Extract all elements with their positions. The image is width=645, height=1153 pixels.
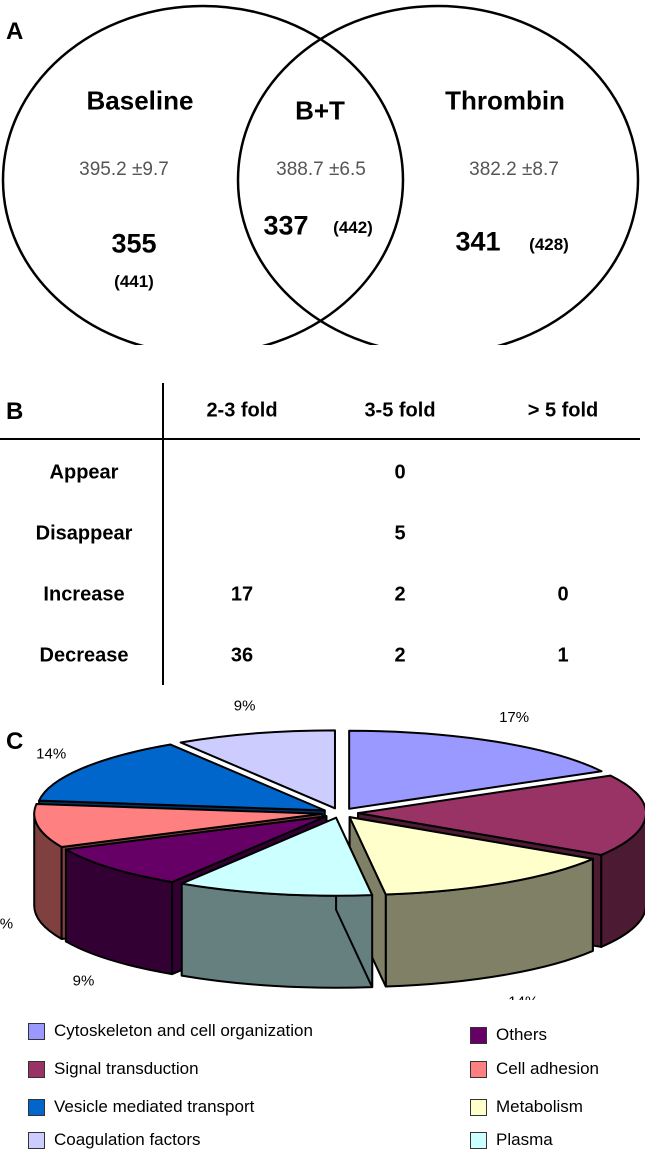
legend-swatch [28, 1022, 45, 1040]
pie-slice [356, 774, 645, 856]
venn-circle-baseline [1, 4, 405, 345]
baseline-count: 355 [111, 228, 157, 259]
legend-item: Signal transduction [28, 1059, 199, 1079]
legend-item: Coagulation factors [28, 1130, 200, 1150]
pie-percent-label: 9% [73, 973, 95, 990]
legend-label: Coagulation factors [54, 1130, 201, 1149]
thrombin-count: 341 [455, 226, 501, 257]
legend-swatch [28, 1060, 45, 1078]
legend-swatch [470, 1026, 487, 1044]
pie-slice [348, 729, 603, 810]
baseline-count-paren: (441) [114, 272, 154, 291]
overlap-mean-sd: 388.7 ±6.5 [276, 159, 366, 180]
legend-swatch [28, 1098, 45, 1116]
table-cell: 2 [394, 644, 406, 667]
thrombin-title: Thrombin [445, 85, 565, 116]
legend-label: Signal transduction [54, 1059, 199, 1078]
pie-percent-label: 9% [0, 916, 13, 933]
table-cell: 5 [394, 522, 406, 545]
row-label: Decrease [39, 644, 129, 667]
legend-item: Vesicle mediated transport [28, 1097, 254, 1117]
legend-item: Metabolism [470, 1097, 583, 1117]
venn-circle-thrombin [236, 4, 640, 345]
row-label: Increase [43, 583, 125, 606]
pie-slice [180, 816, 374, 897]
legend-label: Cell adhesion [496, 1059, 600, 1078]
panel-a-label: A [6, 18, 24, 45]
column-header: 3-5 fold [364, 399, 436, 422]
panel-c-label: C [6, 728, 24, 755]
table-cell: 0 [557, 583, 569, 606]
legend-item: Cytoskeleton and cell organization [28, 1021, 313, 1041]
legend-swatch [470, 1131, 487, 1149]
legend-swatch [470, 1060, 487, 1078]
legend-label: Vesicle mediated transport [54, 1097, 255, 1116]
baseline-mean-sd: 395.2 ±9.7 [79, 159, 169, 180]
table-grid-lines [0, 383, 640, 685]
pie-chart: 17%17%14%11%9%9%14%9% [0, 698, 645, 1000]
pie-slice [179, 729, 336, 810]
column-header: > 5 fold [527, 399, 599, 422]
pie-percent-label: 17% [499, 709, 529, 726]
overlap-title: B+T [295, 95, 345, 126]
table-cell: 17 [230, 583, 254, 606]
overlap-count: 337 [263, 210, 309, 241]
panel-b-label: B [6, 398, 24, 425]
table-cell: 1 [557, 644, 569, 667]
row-label: Disappear [35, 522, 133, 545]
legend-label: Metabolism [496, 1097, 583, 1116]
baseline-title: Baseline [86, 85, 194, 116]
pie-slice [348, 816, 594, 896]
table-cell: 36 [230, 644, 254, 667]
legend-item: Cell adhesion [470, 1059, 599, 1079]
pie-top-faces [33, 729, 645, 897]
table-cell: 2 [394, 583, 406, 606]
row-label: Appear [49, 461, 119, 484]
pie-slice [64, 815, 328, 884]
legend-label: Plasma [496, 1130, 553, 1149]
legend-label: Cytoskeleton and cell organization [54, 1021, 313, 1040]
legend-item: Plasma [470, 1130, 553, 1150]
legend-swatch [470, 1098, 487, 1116]
venn-diagram [1, 4, 640, 345]
legend-label: Others [496, 1025, 548, 1044]
pie-percent-label: 14% [36, 746, 66, 763]
legend-swatch [28, 1131, 45, 1149]
table-cell: 0 [394, 461, 406, 484]
pie-slice [33, 802, 324, 848]
overlap-count-paren: (442) [333, 218, 373, 237]
thrombin-mean-sd: 382.2 ±8.7 [469, 159, 559, 180]
pie-slice [38, 743, 326, 812]
pie-percent-label: 14% [508, 993, 538, 1000]
pie-percent-label: 9% [234, 698, 256, 715]
thrombin-count-paren: (428) [529, 235, 569, 254]
pie-labels: 17%17%14%11%9%9%14%9% [0, 698, 538, 1000]
column-header: 2-3 fold [206, 399, 278, 422]
legend-item: Others [470, 1025, 547, 1045]
